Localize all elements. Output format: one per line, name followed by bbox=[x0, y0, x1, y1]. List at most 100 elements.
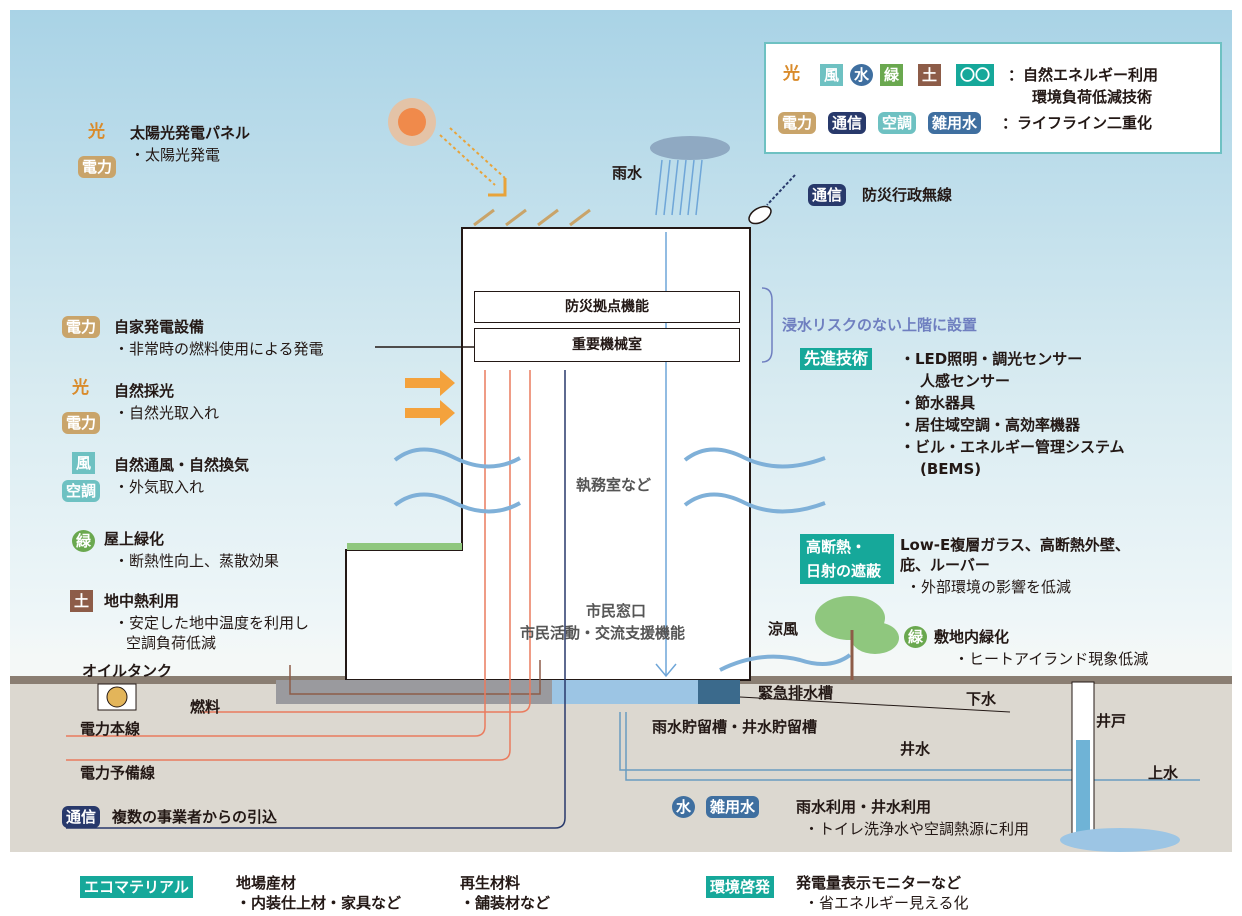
machine-room-box: 重要機械室 bbox=[474, 328, 740, 362]
power-lines bbox=[66, 370, 531, 761]
sewer-line bbox=[739, 696, 1011, 713]
reuse-misc-water-icon: 雑用水 bbox=[706, 796, 760, 818]
geo-title: 地中熱利用 bbox=[104, 592, 180, 610]
machine-room-label: 重要機械室 bbox=[572, 337, 642, 353]
rain-lines bbox=[655, 159, 703, 216]
storage-label: 雨水貯留槽・井水貯留槽 bbox=[652, 718, 818, 736]
insul-badge-line2: 日射の遮蔽 bbox=[806, 562, 882, 580]
recycled-sub: ・舗装材など bbox=[460, 894, 551, 912]
geo-soil-icon: 土 bbox=[70, 590, 94, 612]
sun-core bbox=[398, 108, 426, 136]
local-sub: ・内装仕上材・家具など bbox=[236, 894, 402, 912]
vent-title: 自然通風・自然換気 bbox=[114, 456, 250, 474]
legend-box bbox=[764, 42, 1222, 154]
wind-arrows bbox=[393, 447, 852, 672]
env-badge: 環境啓発 bbox=[706, 876, 775, 898]
emergency-tank-label: 緊急排水槽 bbox=[758, 684, 834, 702]
backup-line-label: 電力予備線 bbox=[80, 764, 156, 782]
daylight-power-icon: 電力 bbox=[62, 412, 101, 434]
legend-lifeline-text: ：ライフライン二重化 bbox=[1002, 114, 1153, 132]
radio-arrow bbox=[766, 174, 796, 206]
vent-air-icon: 空調 bbox=[62, 480, 101, 502]
insul-badge bbox=[800, 534, 894, 584]
well-water-level bbox=[1076, 740, 1090, 840]
env-title: 発電量表示モニターなど bbox=[796, 874, 962, 892]
vent-wind-icon: 風 bbox=[72, 452, 96, 474]
legend-green-icon: 緑 bbox=[880, 64, 904, 86]
daylight-arrows bbox=[405, 370, 455, 426]
legend-wind-icon: 風 bbox=[820, 64, 844, 86]
emergency-tank-shape bbox=[698, 680, 740, 704]
adv-item-1: 人感センサー bbox=[920, 372, 1011, 390]
reuse-sub: ・トイレ洗浄水や空調熱源に利用 bbox=[804, 820, 1030, 838]
insul-title1: Low-E複層ガラス、高断熱外壁、 bbox=[900, 536, 1130, 554]
flood-note: 浸水リスクのない上階に設置 bbox=[782, 316, 978, 334]
local-title: 地場産材 bbox=[236, 874, 297, 892]
reuse-water-icon: 水 bbox=[672, 796, 696, 818]
reuse-title: 雨水利用・井水利用 bbox=[796, 798, 932, 816]
radio-comm-icon: 通信 bbox=[808, 184, 847, 206]
adv-item-2: ・節水器具 bbox=[900, 394, 976, 412]
eco-badge: エコマテリアル bbox=[80, 876, 193, 898]
insul-title2: 庇、ルーバー bbox=[900, 556, 990, 574]
legend-soil-icon: 土 bbox=[918, 64, 942, 86]
legend-sun-icon: 光 bbox=[783, 64, 800, 84]
main-line-label: 電力本線 bbox=[80, 720, 141, 738]
gen-power-icon: 電力 bbox=[62, 316, 101, 338]
cool-wind-label: 涼風 bbox=[768, 620, 799, 638]
ground bbox=[10, 682, 1232, 852]
adv-badge: 先進技術 bbox=[800, 348, 873, 370]
gen-title: 自家発電設備 bbox=[114, 318, 205, 336]
well-pond bbox=[1060, 828, 1180, 852]
rain-label: 雨水 bbox=[612, 164, 643, 182]
legend-nature-line2: 環境負荷低減技術 bbox=[1032, 88, 1153, 106]
roof-green-icon: 緑 bbox=[72, 530, 96, 552]
legend-misc-water-icon: 雑用水 bbox=[928, 112, 982, 134]
office-label: 執務室など bbox=[576, 476, 652, 494]
citizen-label2: 市民活動・交流支援機能 bbox=[520, 624, 686, 642]
legend-water-icon: 水 bbox=[850, 64, 874, 86]
geo-sub2: 空調負荷低減 bbox=[126, 634, 217, 652]
storage-tank bbox=[552, 680, 698, 704]
recycled-title: 再生材料 bbox=[460, 874, 521, 892]
antenna-icon bbox=[748, 205, 772, 225]
water-lines bbox=[619, 712, 1200, 781]
comm-line bbox=[66, 370, 566, 829]
oil-basement bbox=[276, 680, 552, 704]
insul-badge-line1: 高断熱・ bbox=[806, 538, 867, 556]
geo-sub1: ・安定した地中温度を利用し bbox=[114, 614, 310, 632]
daylight-sub: ・自然光取入れ bbox=[114, 404, 220, 422]
vent-sub: ・外気取入れ bbox=[114, 478, 205, 496]
citizen-label1: 市民窓口 bbox=[586, 602, 647, 620]
adv-item-5: (BEMS) bbox=[920, 460, 982, 478]
roof-sub: ・断熱性向上、蒸散効果 bbox=[114, 552, 280, 570]
site-green-title: 敷地内緑化 bbox=[934, 628, 1010, 646]
legend-oo-icon: 〇〇 bbox=[956, 64, 995, 86]
rain-pipe-arrow bbox=[655, 663, 677, 678]
sunlight-arrowhead bbox=[488, 178, 507, 197]
tap-water-label: 上水 bbox=[1148, 764, 1179, 782]
legend-power-icon: 電力 bbox=[778, 112, 817, 134]
roof-title: 屋上緑化 bbox=[104, 530, 165, 548]
solar-title: 太陽光発電パネル bbox=[130, 124, 251, 142]
well-label: 井戸 bbox=[1096, 712, 1127, 730]
legend-comm-icon: 通信 bbox=[828, 112, 867, 134]
disaster-base-box: 防災拠点機能 bbox=[474, 291, 740, 323]
fuel-line bbox=[289, 660, 541, 695]
solar-power-icon: 電力 bbox=[78, 156, 117, 178]
oil-tank-label: オイルタンク bbox=[82, 662, 173, 680]
site-green-icon: 緑 bbox=[904, 626, 928, 648]
solar-sub: ・太陽光発電 bbox=[130, 146, 221, 164]
adv-item-4: ・ビル・エネルギー管理システム bbox=[900, 438, 1125, 456]
fuel-label: 燃料 bbox=[190, 698, 221, 716]
daylight-sun-icon: 光 bbox=[72, 378, 89, 398]
well-water-label: 井水 bbox=[900, 740, 931, 758]
gen-sub: ・非常時の燃料使用による発電 bbox=[114, 340, 324, 358]
sunlight-arrow bbox=[439, 127, 506, 186]
comm-lines-label: 複数の事業者からの引込 bbox=[112, 808, 278, 826]
adv-item-3: ・居住域空調・高効率機器 bbox=[900, 416, 1081, 434]
legend-nature-line1: ：自然エネルギー利用 bbox=[1008, 66, 1159, 84]
flood-bracket bbox=[761, 287, 773, 363]
radio-label: 防災行政無線 bbox=[862, 186, 953, 204]
oil-tank-circle bbox=[106, 686, 128, 708]
